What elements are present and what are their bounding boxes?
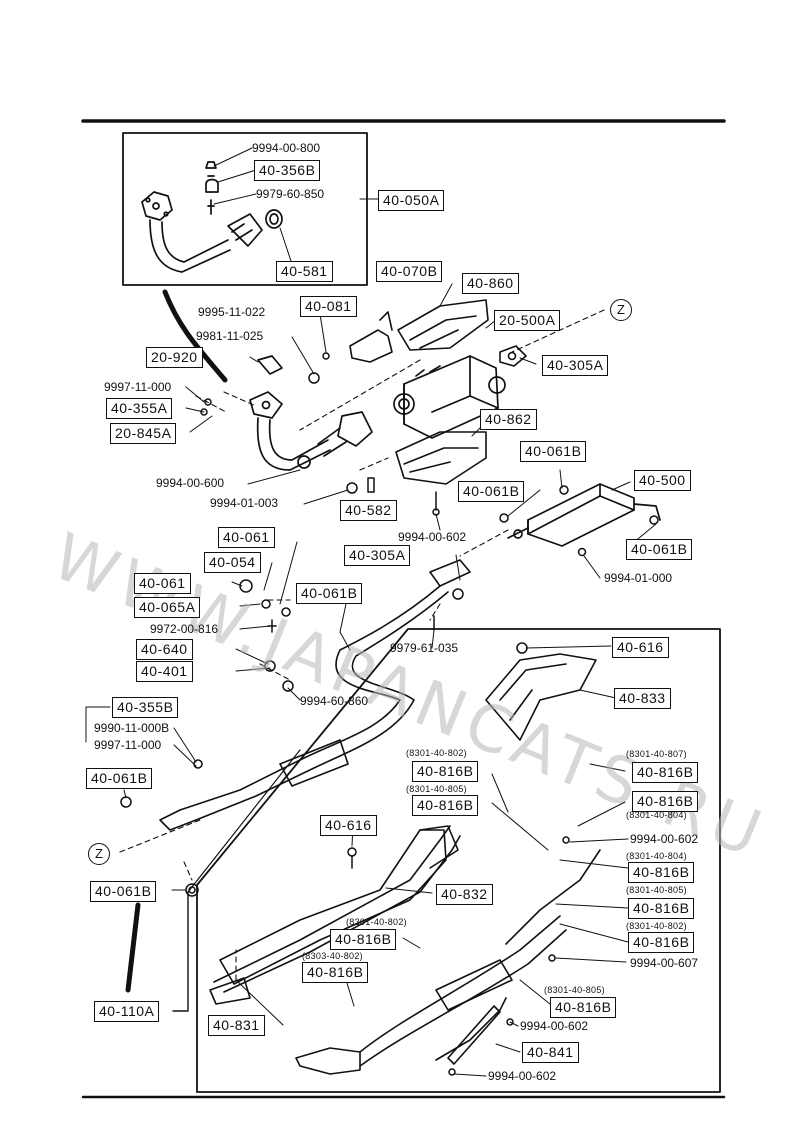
catalytic-converter (393, 355, 506, 439)
part-number-9994-00-602-d: 9994-00-602 (488, 1069, 557, 1083)
bracket-40-081 (349, 311, 393, 363)
part-code-40-862: 40-862 (480, 409, 537, 430)
leader-lines (85, 283, 657, 1077)
part-code-40-070B: 40-070B (376, 261, 443, 282)
part-code-40-061B-d: 40-061B (296, 583, 363, 604)
ref-8301-40-807: (8301-40-807) (626, 749, 687, 759)
part-code-20-920: 20-920 (146, 347, 203, 368)
part-code-40-081: 40-081 (300, 296, 357, 317)
part-number-9990-11-000B: 9990-11-000B (94, 721, 170, 735)
ref-8303-40-802: (8303-40-802) (302, 951, 363, 961)
part-code-40-833: 40-833 (614, 688, 671, 709)
bracket-40-841 (447, 1005, 501, 1065)
part-code-40-305A-top: 40-305A (542, 355, 609, 376)
ref-8301-40-805-a: (8301-40-805) (406, 784, 467, 794)
part-number-9994-01-000: 9994-01-000 (604, 571, 673, 585)
part-number-9979-61-035: 9979-61-035 (390, 641, 459, 655)
part-code-40-061B-a: 40-061B (520, 441, 587, 462)
part-code-40-581: 40-581 (276, 261, 333, 282)
part-code-40-305A-mid: 40-305A (344, 545, 411, 566)
part-code-40-355A: 40-355A (106, 398, 173, 419)
center-pipe (159, 559, 471, 831)
part-number-9994-00-602-c: 9994-00-602 (520, 1019, 589, 1033)
part-code-40-582: 40-582 (340, 500, 397, 521)
part-number-9994-00-600: 9994-00-600 (156, 476, 225, 490)
ref-8301-40-802-a: (8301-40-802) (406, 748, 467, 758)
z-marker-bottom: Z (88, 843, 110, 865)
part-code-40-356B: 40-356B (254, 160, 321, 181)
part-code-40-061B-b: 40-061B (458, 481, 525, 502)
part-code-40-831: 40-831 (208, 1015, 265, 1036)
part-code-40-065A: 40-065A (134, 597, 201, 618)
part-code-40-050A: 40-050A (378, 190, 445, 211)
part-code-40-054: 40-054 (204, 552, 261, 573)
part-code-40-860: 40-860 (462, 273, 519, 294)
inset-frame-front-pipe (122, 132, 368, 286)
part-code-40-355B: 40-355B (112, 697, 179, 718)
part-code-20-845A: 20-845A (110, 423, 177, 444)
part-number-9994-00-800: 9994-00-800 (252, 141, 321, 155)
part-code-40-816B-c: 40-816B (632, 791, 699, 812)
bracket-40-110A (172, 891, 189, 1012)
ref-8301-40-804-a: (8301-40-804) (626, 810, 687, 820)
part-code-40-816B-a: 40-816B (412, 761, 479, 782)
fasteners (120, 352, 659, 1076)
z-marker-top: Z (610, 299, 632, 321)
front-pipe (249, 355, 373, 471)
heat-shield-40-832 (219, 829, 447, 985)
heat-shield-lower (395, 431, 487, 485)
part-number-9994-00-607: 9994-00-607 (630, 956, 699, 970)
part-code-40-816B-g: 40-816B (330, 929, 397, 950)
part-number-9972-00-816: 9972-00-816 (150, 622, 219, 636)
gasket-40-305A-top (499, 345, 527, 367)
part-code-40-816B-i: 40-816B (302, 962, 369, 983)
part-code-40-061B-c: 40-061B (626, 539, 693, 560)
part-code-40-500: 40-500 (634, 470, 691, 491)
ref-8301-40-804-b: (8301-40-804) (626, 851, 687, 861)
part-number-9994-00-602-b: 9994-00-602 (630, 832, 699, 846)
part-number-9994-01-003: 9994-01-003 (210, 496, 279, 510)
heat-shield-upper (397, 299, 489, 351)
front-pipe-inset (141, 161, 283, 273)
ref-8301-40-805-c: (8301-40-805) (544, 985, 605, 995)
heat-shield-40-833 (485, 653, 597, 741)
part-code-40-640: 40-640 (136, 639, 193, 660)
part-code-40-816B-d: 40-816B (412, 795, 479, 816)
part-code-40-061B-f: 40-061B (90, 881, 157, 902)
part-code-40-841: 40-841 (522, 1042, 579, 1063)
part-code-40-816B-h: 40-816B (628, 932, 695, 953)
part-code-40-110A: 40-110A (94, 1001, 160, 1022)
part-number-9979-60-850: 9979-60-850 (256, 187, 325, 201)
part-code-40-616-a: 40-616 (612, 637, 669, 658)
part-code-40-061B-e: 40-061B (86, 768, 153, 789)
part-number-9995-11-022: 9995-11-022 (198, 305, 266, 319)
ref-8301-40-802-b: (8301-40-802) (346, 917, 407, 927)
part-number-9997-11-000-b: 9997-11-000 (94, 738, 162, 752)
part-code-40-816B-b: 40-816B (632, 762, 699, 783)
part-code-40-616-b: 40-616 (320, 815, 377, 836)
part-code-40-816B-f: 40-816B (628, 898, 695, 919)
rear-pipe-assembly (213, 825, 601, 1075)
inset-leaders (213, 147, 379, 265)
main-muffler (507, 483, 661, 547)
part-code-40-816B-j: 40-816B (550, 997, 617, 1018)
part-number-9994-00-602-a: 9994-00-602 (398, 530, 467, 544)
heat-shield-40-831 (209, 977, 251, 1005)
ref-8301-40-805-b: (8301-40-805) (626, 885, 687, 895)
thick-lead-bottom (125, 902, 141, 993)
part-code-40-061-a: 40-061 (218, 527, 275, 548)
part-number-9997-11-000-a: 9997-11-000 (104, 380, 172, 394)
part-code-40-061-b: 40-061 (134, 573, 191, 594)
guide-lines (119, 309, 605, 981)
part-number-9994-60-860: 9994-60-860 (300, 694, 369, 708)
part-code-40-816B-e: 40-816B (628, 862, 695, 883)
thick-lead-top (162, 289, 228, 383)
part-number-9981-11-025: 9981-11-025 (196, 329, 264, 343)
ref-8301-40-802-c: (8301-40-802) (626, 921, 687, 931)
part-code-40-832: 40-832 (436, 884, 493, 905)
part-code-20-500A: 20-500A (494, 310, 561, 331)
part-code-40-401: 40-401 (136, 661, 193, 682)
inset-frame-lower (196, 628, 721, 1093)
